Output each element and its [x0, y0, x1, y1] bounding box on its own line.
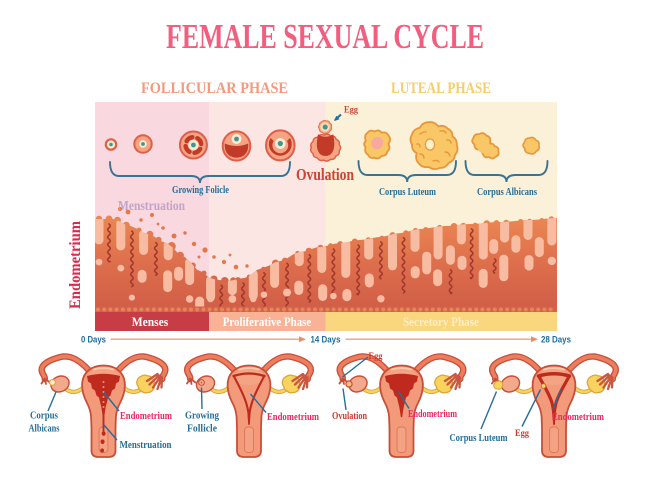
svg-text:Growing Folicle: Growing Folicle	[172, 184, 229, 196]
svg-text:Endometrium: Endometrium	[267, 411, 319, 423]
svg-text:Ovulation: Ovulation	[332, 410, 367, 422]
svg-text:Secretory Phase: Secretory Phase	[403, 315, 479, 329]
svg-text:LUTEAL PHASE: LUTEAL PHASE	[391, 80, 491, 97]
svg-text:14 Days: 14 Days	[311, 335, 341, 345]
svg-text:Egg: Egg	[515, 429, 529, 439]
svg-text:Ovulation: Ovulation	[296, 165, 354, 184]
svg-text:Corpus Albicans: Corpus Albicans	[477, 186, 538, 198]
svg-text:Albicans: Albicans	[29, 423, 61, 435]
svg-text:Menstruation: Menstruation	[118, 199, 185, 214]
svg-text:Proliferative Phase: Proliferative Phase	[223, 315, 312, 329]
svg-text:Follicle: Follicle	[187, 423, 217, 435]
svg-text:FOLLICULAR PHASE: FOLLICULAR PHASE	[141, 80, 288, 97]
svg-text:Egg: Egg	[369, 352, 383, 362]
svg-text:Corpus Luteum: Corpus Luteum	[379, 186, 436, 198]
svg-text:Endometrium: Endometrium	[552, 411, 604, 423]
svg-text:Egg: Egg	[344, 106, 358, 116]
svg-text:Corpus Luteum: Corpus Luteum	[450, 432, 508, 444]
svg-text:Growing: Growing	[185, 410, 219, 422]
svg-text:Menses: Menses	[132, 315, 169, 329]
svg-text:FEMALE SEXUAL CYCLE: FEMALE SEXUAL CYCLE	[166, 17, 484, 56]
svg-text:28 Days: 28 Days	[541, 335, 571, 345]
svg-text:Endometrium: Endometrium	[120, 410, 172, 422]
svg-text:Corpus: Corpus	[30, 410, 59, 422]
svg-text:Menstruation: Menstruation	[120, 439, 172, 451]
svg-text:0 Days: 0 Days	[81, 335, 106, 345]
svg-text:Endometrium: Endometrium	[408, 408, 457, 420]
svg-text:Endometrium: Endometrium	[67, 221, 84, 309]
